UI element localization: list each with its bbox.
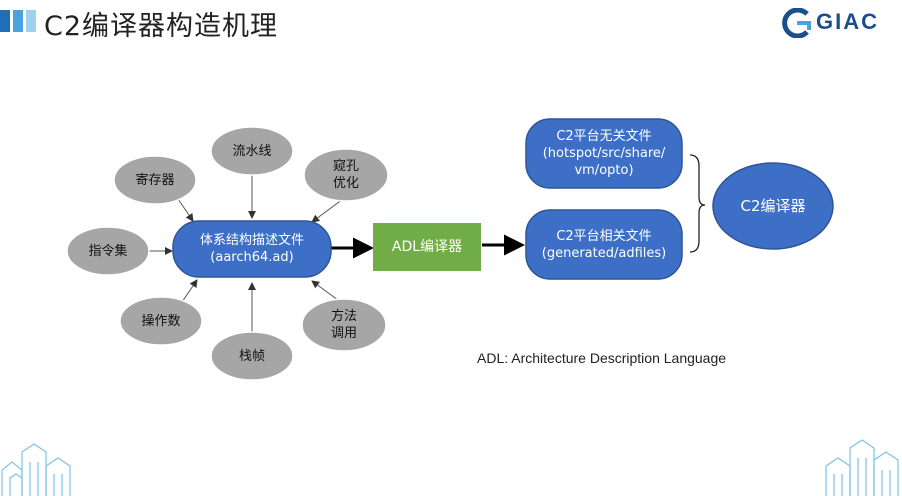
label-platform-independent: C2平台无关文件 (hotspot/src/share/ vm/opto)	[526, 119, 682, 188]
title-accent-bars	[0, 8, 40, 34]
label-instruction-set: 指令集	[88, 243, 128, 259]
label-calling-convention: 方法 调用	[302, 306, 386, 344]
label-arch-description: 体系结构描述文件 (aarch64.ad)	[173, 221, 331, 277]
label-adl-compiler: ADL编译器	[391, 238, 463, 255]
logo-text: GIAC	[816, 9, 879, 34]
arrow-operands	[181, 279, 198, 303]
giac-logo: GIAC	[780, 7, 892, 39]
grouping-brace	[689, 154, 706, 253]
left-building-decoration	[1, 443, 71, 496]
label-calling-line1: 方法	[330, 309, 357, 324]
label-arch-line2: (aarch64.ad)	[210, 250, 294, 265]
node-platform-independent	[525, 118, 683, 189]
label-stack-frame: 栈帧	[238, 348, 265, 364]
label-arch-line1: 体系结构描述文件	[199, 233, 304, 248]
label-operands: 操作数	[141, 313, 181, 329]
label-peephole-line2: 优化	[332, 176, 359, 191]
page-title: C2编译器构造机理	[44, 11, 279, 42]
node-arch-description	[172, 220, 332, 278]
label-pi-line3: vm/opto)	[574, 163, 634, 178]
giac-logo-icon	[782, 7, 811, 39]
node-instruction-set	[66, 226, 150, 276]
label-registers: 寄存器	[135, 172, 175, 188]
label-pi-line2: (hotspot/src/share/	[542, 146, 666, 161]
adl-compiler-box	[373, 223, 481, 271]
node-platform-dependent	[525, 209, 683, 280]
label-peephole-line1: 窥孔	[332, 159, 359, 174]
node-operands	[119, 296, 203, 346]
node-registers	[113, 155, 197, 205]
label-platform-dependent: C2平台相关文件 (generated/adfiles)	[526, 210, 682, 279]
node-calling-convention	[301, 298, 387, 352]
node-stack-frame	[210, 331, 294, 381]
adl-legend: ADL: Architecture Description Language	[477, 350, 727, 366]
label-pi-line1: C2平台无关文件	[556, 129, 652, 144]
label-pd-line2: (generated/adfiles)	[541, 245, 667, 261]
label-pd-line1: C2平台相关文件	[556, 228, 652, 244]
label-c2-compiler: C2编译器	[740, 196, 806, 215]
label-peephole: 窥孔 优化	[304, 156, 388, 194]
right-building-decoration	[825, 439, 899, 496]
node-pipeline	[210, 126, 294, 176]
node-peephole	[303, 148, 389, 202]
label-calling-line2: 调用	[330, 326, 357, 341]
node-c2-compiler	[712, 162, 834, 250]
arrow-peephole	[311, 198, 344, 223]
label-pipeline: 流水线	[232, 143, 272, 159]
